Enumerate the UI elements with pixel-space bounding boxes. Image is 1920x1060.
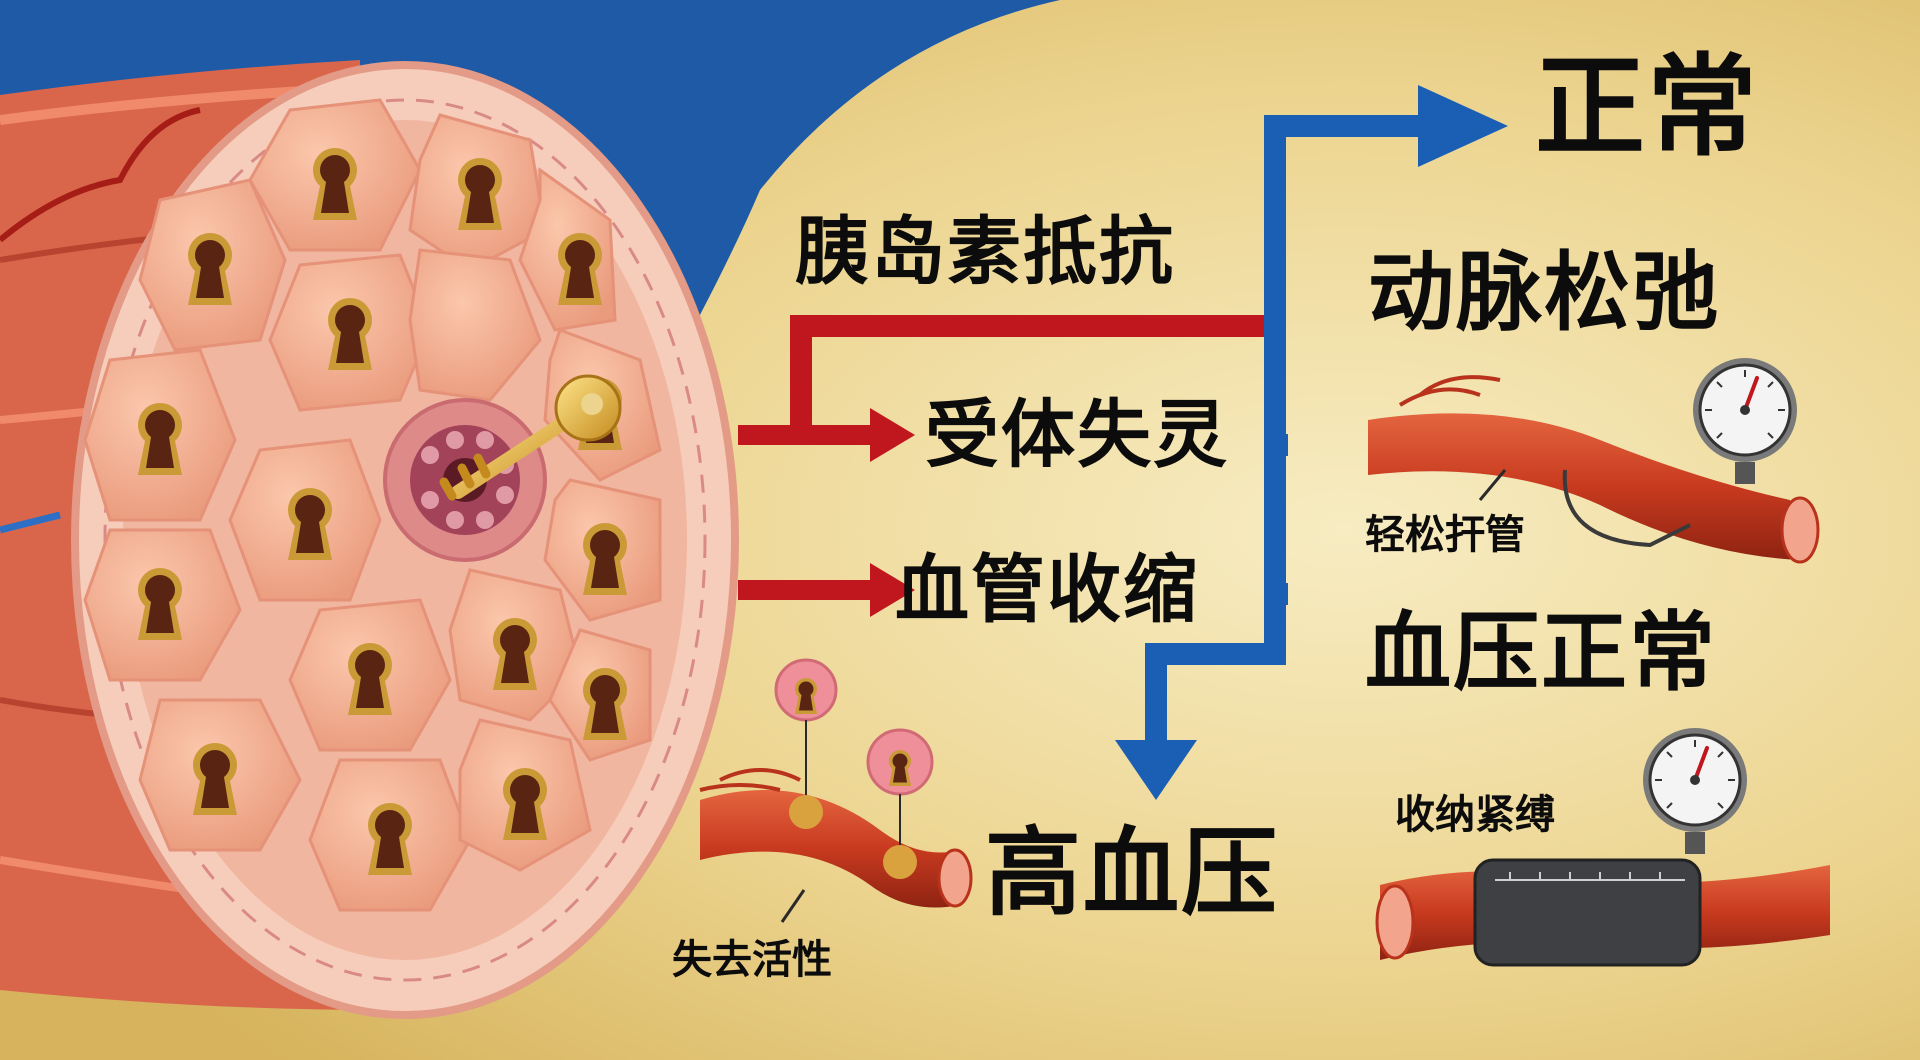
keyhole-icon — [188, 233, 232, 305]
keyhole-icon — [583, 523, 627, 595]
keyhole-icon — [889, 750, 911, 786]
keyhole-icon — [795, 678, 817, 714]
keyhole-icon — [288, 488, 332, 560]
blue-arrows — [1115, 85, 1508, 800]
gold-key-icon — [439, 374, 622, 501]
label-insulin-resistance: 胰岛素抵抗 — [795, 209, 1175, 295]
label-vasoconstriction: 血管收缩 — [895, 547, 1199, 633]
red-arrows — [738, 315, 1268, 617]
label-hypertension: 高血压 — [985, 817, 1279, 929]
muscle-tissue-illustration — [0, 60, 739, 1019]
keyhole-icon — [328, 298, 372, 370]
keyhole-icon — [493, 618, 537, 690]
relaxed-artery-illustration — [1368, 356, 1820, 564]
keyhole-icon — [368, 803, 412, 875]
keyhole-icon — [503, 768, 547, 840]
cuff-icon — [1473, 858, 1702, 967]
keyhole-icon — [138, 568, 182, 640]
keyhole-icon — [583, 668, 627, 740]
keyhole-icon — [558, 233, 602, 305]
label-receptor-failure: 受体失灵 — [925, 392, 1229, 478]
keyhole-icon — [313, 148, 357, 220]
keyhole-icon — [458, 158, 502, 230]
inactivated-artery-illustration — [699, 658, 973, 923]
label-inactivated: 失去活性 — [672, 937, 832, 983]
label-artery-relaxed: 动脉松弛 — [1368, 243, 1720, 343]
label-tight-constriction: 收纳紧缚 — [1395, 792, 1555, 838]
keyhole-icon — [138, 403, 182, 475]
label-bp-normal: 血压正常 — [1365, 603, 1717, 703]
constricted-artery-illustration — [1375, 726, 1830, 967]
label-easy-dilation: 轻松扞管 — [1365, 512, 1525, 558]
label-normal: 正常 — [1535, 43, 1759, 171]
keyhole-icon — [193, 743, 237, 815]
keyhole-icon — [348, 643, 392, 715]
